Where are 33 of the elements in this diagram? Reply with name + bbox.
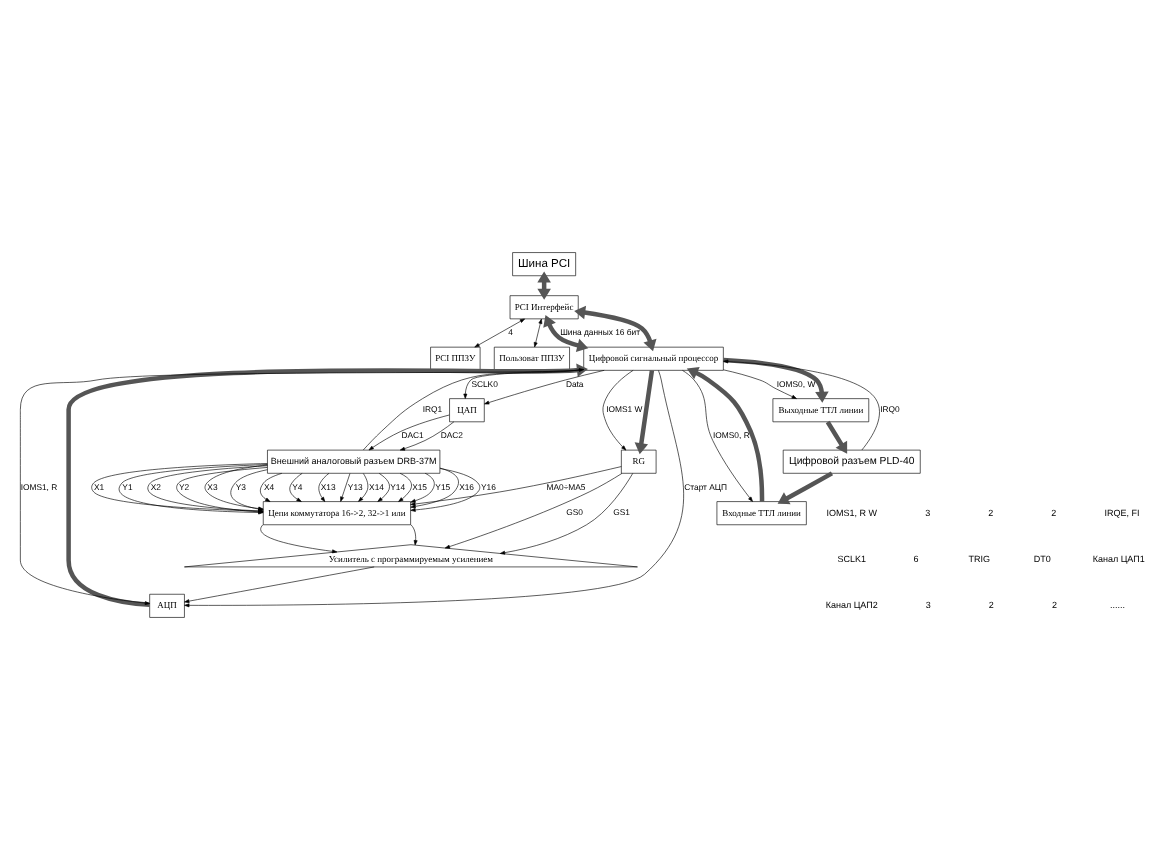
arrow [533,317,543,347]
arrow [260,472,283,501]
arrow [410,472,435,502]
arrow [410,465,622,505]
arrow [574,304,657,351]
arrow [230,468,268,510]
arrow [682,369,753,501]
arrow [444,472,623,548]
arrow [723,358,880,450]
arrow [318,471,330,501]
arrow [398,472,412,501]
arrow [289,472,303,501]
arrow [410,467,481,511]
arrow [686,366,765,501]
arrow [260,523,338,553]
arrow [602,369,634,450]
arrow [410,523,418,545]
arrow [634,369,655,454]
arrow [474,317,525,347]
arrow [377,472,390,501]
arrow [368,413,450,450]
arrow [340,472,351,501]
arrow [184,565,375,603]
arrow [358,472,369,501]
arrow [399,420,455,450]
arrow [825,419,848,453]
arrow [723,368,797,398]
arrow [543,314,589,351]
arrow [777,470,834,504]
arrow [499,472,634,554]
arrow [723,356,829,402]
arrow [204,463,268,510]
arrow [410,466,459,508]
